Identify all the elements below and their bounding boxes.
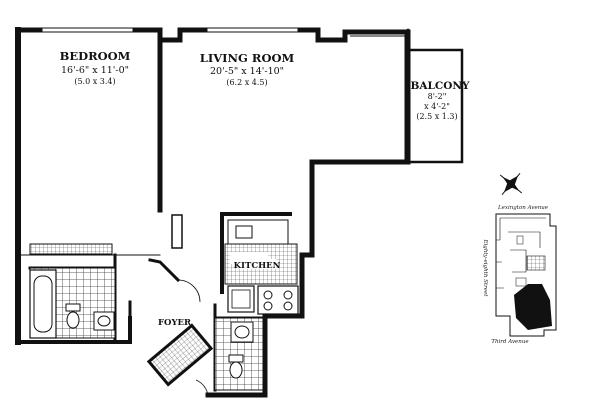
kitchen-label: KITCHEN xyxy=(234,261,281,271)
foyer-label: FOYER xyxy=(158,318,192,328)
street-label-bottom: Third Avenue xyxy=(491,339,529,345)
balcony-metric: (2.5 x 1.3) xyxy=(416,112,457,121)
bathroom-foyer xyxy=(214,317,264,391)
stove xyxy=(257,285,299,315)
bedroom-dimensions: 16'-6" x 11'-0" xyxy=(61,65,129,76)
burner-icon xyxy=(283,301,293,311)
living-room-metric: (6.2 x 4.5) xyxy=(226,78,267,87)
living-room-label: LIVING ROOM xyxy=(200,51,295,65)
kitchen-label-bg xyxy=(238,259,276,269)
unit-location-highlight xyxy=(514,284,552,330)
toilet-tank xyxy=(65,303,81,312)
north-arrow-icon xyxy=(499,172,523,196)
street-label-top: Lexington Avenue xyxy=(497,205,549,211)
balcony-dim-line1: 8'-2" xyxy=(428,92,447,101)
exterior-walls xyxy=(15,27,464,398)
kitchen-sink xyxy=(235,225,253,239)
burner-icon xyxy=(263,301,273,311)
bedroom-label: BEDROOM xyxy=(60,49,131,63)
bedroom-metric: (5.0 x 3.4) xyxy=(74,77,115,86)
toilet xyxy=(66,311,80,329)
burner-icon xyxy=(263,290,273,300)
key-plan: Lexington Avenue Eighty-eighth Street Th… xyxy=(482,205,557,345)
foyer-closet xyxy=(146,323,214,387)
living-room-dimensions: 20'-5" x 14'-10" xyxy=(210,66,284,77)
toilet xyxy=(229,361,243,379)
balcony-label: BALCONY xyxy=(410,80,470,92)
burner-icon xyxy=(283,290,293,300)
wardrobe xyxy=(29,243,113,255)
street-label-side: Eighty-eighth Street xyxy=(482,239,488,298)
toilet-tank xyxy=(228,354,244,363)
bathroom-left xyxy=(29,267,116,339)
door-swings xyxy=(177,279,209,396)
kitchen-area xyxy=(224,219,299,315)
balcony-dim-line2: x 4'-2" xyxy=(424,102,450,111)
window-lines xyxy=(40,27,411,160)
